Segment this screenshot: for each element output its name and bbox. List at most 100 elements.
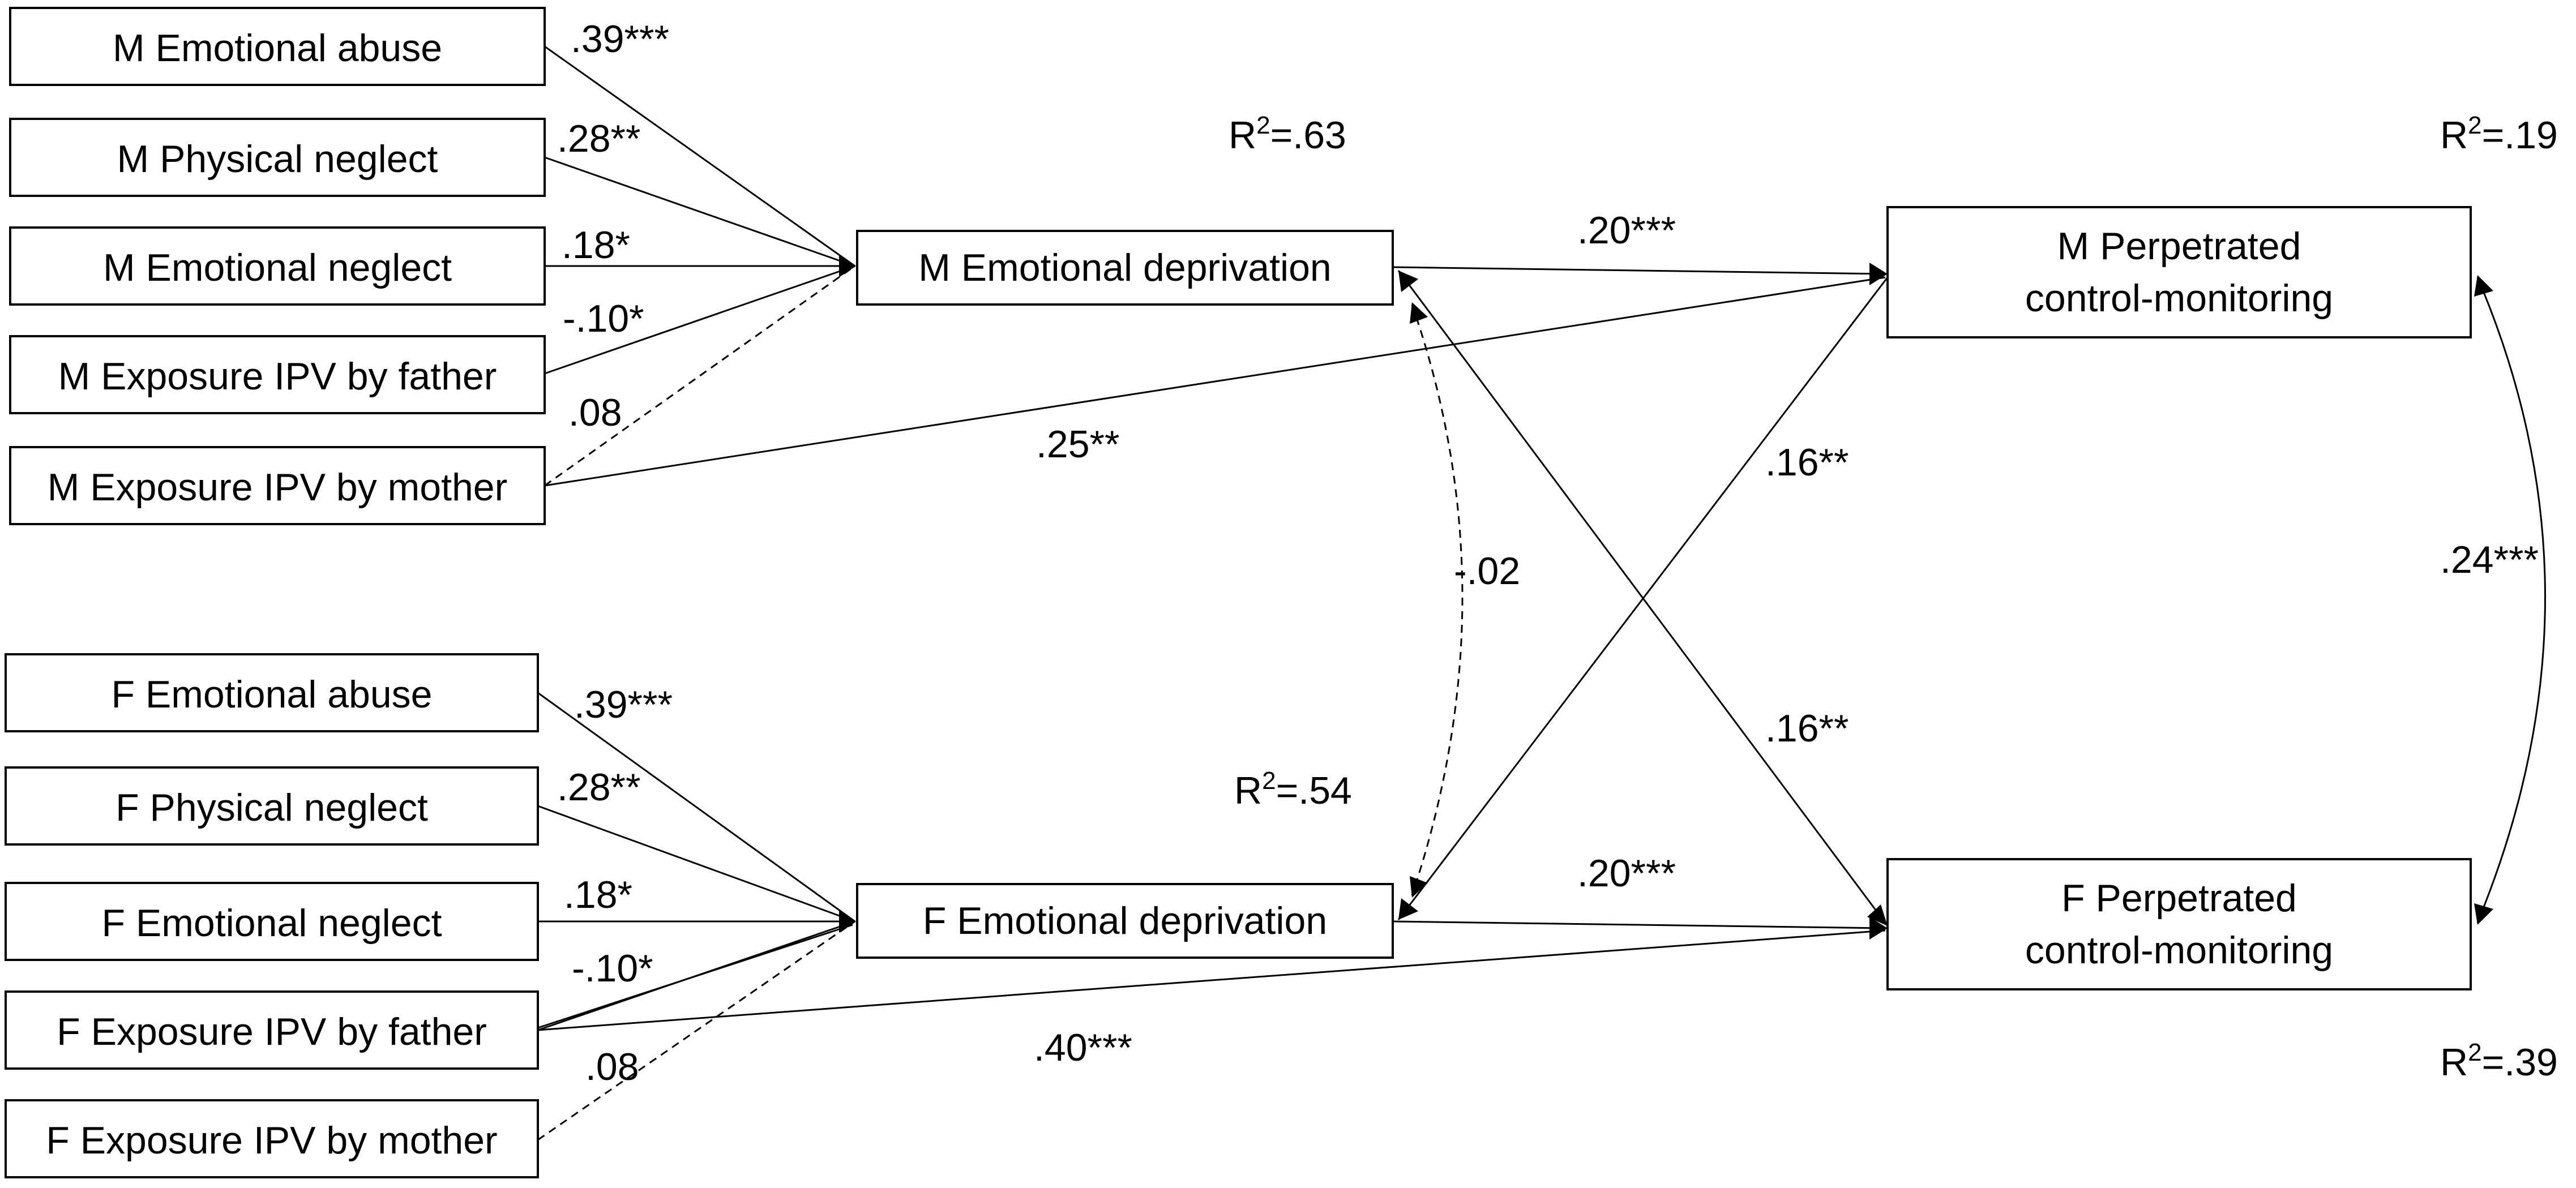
coef-f-emotional-abuse: .39*** — [574, 683, 673, 726]
coef-m-exposure-ipv-mother: .08 — [568, 391, 622, 434]
box-m-emotional-abuse — [9, 7, 546, 86]
coef-m-emotional-neglect: .18* — [562, 224, 630, 267]
label-m-exposure-ipv-father: M Exposure IPV by father — [58, 355, 497, 398]
coef-f-physical-neglect: .28** — [557, 766, 640, 809]
structural-coefs: .20*** .25** .16** .16** -.02 .24*** .20… — [1034, 209, 2539, 1069]
label-m-emotional-abuse: M Emotional abuse — [113, 27, 442, 70]
r2-m-deprivation: R2=.63 — [1229, 111, 1346, 157]
r2-f-outcome: R2=.39 — [2440, 1039, 2558, 1084]
covariance-paths — [1410, 275, 2546, 925]
box-f-exposure-ipv-mother — [5, 1099, 539, 1178]
r2-f-deprivation: R2=.54 — [1234, 767, 1352, 812]
r2-m-dep-prefix: R — [1229, 114, 1256, 157]
box-m-exposure-ipv-father — [9, 335, 546, 414]
path-f-dep-to-f-out — [1393, 920, 1886, 929]
label-m-exposure-ipv-mother: M Exposure IPV by mother — [48, 466, 508, 509]
arrowhead-cov-dep-top — [1410, 302, 1428, 324]
arrowhead-f-mediator — [839, 910, 856, 933]
covariance-deprivation — [1411, 304, 1464, 896]
male-predictor-paths — [544, 45, 856, 487]
label-f-emotional-deprivation: F Emotional deprivation — [923, 899, 1327, 942]
label-f-physical-neglect: F Physical neglect — [115, 786, 428, 829]
r2-f-dep-value: =.54 — [1276, 769, 1352, 812]
box-m-exposure-ipv-mother — [9, 446, 546, 525]
box-f-emotional-abuse — [5, 653, 539, 732]
label-f-emotional-abuse: F Emotional abuse — [112, 673, 433, 716]
box-f-physical-neglect — [5, 766, 539, 846]
r2-f-out-value: =.39 — [2482, 1041, 2558, 1084]
r2-f-dep-prefix: R — [1234, 769, 1262, 812]
label-m-emotional-neglect: M Emotional neglect — [103, 246, 452, 289]
label-f-outcome-line1: F Perpetrated — [2061, 877, 2297, 920]
label-f-outcome-line2: control-monitoring — [2025, 929, 2333, 972]
label-m-physical-neglect: M Physical neglect — [117, 138, 438, 181]
label-m-outcome-line2: control-monitoring — [2025, 277, 2333, 320]
arrowhead-cov-out-bottom — [2474, 903, 2493, 925]
mediator-outcome-paths — [537, 263, 1889, 1031]
male-predictor-boxes — [9, 7, 546, 525]
arrowhead-f-dep-cross — [1398, 898, 1418, 920]
coef-f-emotional-neglect: .18* — [564, 873, 632, 916]
path-m-dep-to-m-out — [1393, 266, 1886, 275]
female-predictor-labels: F Emotional abuse F Physical neglect F E… — [46, 673, 497, 1162]
path-f-exposure-ipv-mother — [537, 920, 855, 1141]
path-m-mother-to-m-out — [544, 276, 1886, 487]
r2-f-out-sup: 2 — [2468, 1039, 2481, 1066]
box-m-emotional-neglect — [9, 226, 546, 306]
r2-m-dep-value: =.63 — [1270, 114, 1346, 157]
path-f-physical-neglect — [537, 805, 855, 923]
r2-m-dep-sup: 2 — [1256, 111, 1270, 139]
r2-m-out-sup: 2 — [2468, 111, 2481, 139]
path-m-emotional-abuse — [544, 45, 855, 267]
r2-f-dep-sup: 2 — [1262, 767, 1276, 795]
box-m-physical-neglect — [9, 118, 546, 197]
arrowhead-m-mediator — [839, 255, 856, 277]
path-m-physical-neglect — [544, 156, 855, 267]
coef-m-exposure-ipv-father: -.10* — [563, 297, 644, 340]
coef-f-dep-to-f-out: .20*** — [1577, 852, 1676, 895]
coef-m-mother-to-m-out: .25** — [1036, 423, 1119, 466]
coef-m-emotional-abuse: .39*** — [571, 18, 669, 61]
path-f-father-to-f-out — [537, 929, 1886, 1031]
male-predictor-coefs: .39*** .28** .18* -.10* .08 — [557, 18, 669, 434]
arrowhead-f-out-1 — [1869, 917, 1888, 940]
path-m-exposure-ipv-mother — [544, 265, 855, 487]
arrowhead-cov-dep-bottom — [1410, 876, 1428, 898]
label-f-exposure-ipv-father: F Exposure IPV by father — [57, 1010, 487, 1053]
female-predictor-boxes — [5, 653, 539, 1178]
coef-deprivation-covariance: -.02 — [1454, 550, 1520, 593]
label-f-exposure-ipv-mother: F Exposure IPV by mother — [46, 1119, 497, 1162]
label-m-emotional-deprivation: M Emotional deprivation — [918, 246, 1331, 289]
box-m-perpetrated-control — [1886, 206, 2472, 338]
path-f-exposure-ipv-father-2 — [537, 924, 853, 1029]
box-m-emotional-deprivation — [856, 230, 1394, 306]
arrowhead-m-dep-cross — [1398, 271, 1418, 292]
female-predictor-paths — [537, 692, 856, 1141]
path-f-emotional-abuse — [537, 692, 855, 923]
label-m-outcome-line1: M Perpetrated — [2057, 225, 2301, 268]
box-f-perpetrated-control — [1886, 858, 2472, 990]
coef-m-physical-neglect: .28** — [557, 117, 640, 160]
arrowhead-f-out-cross — [1867, 904, 1888, 926]
coef-f-dep-to-m-out: .16** — [1765, 441, 1848, 484]
box-f-exposure-ipv-father — [5, 990, 539, 1070]
path-m-exposure-ipv-father — [544, 265, 855, 375]
coef-f-father-to-f-out: .40*** — [1034, 1026, 1132, 1069]
r2-f-out-prefix: R — [2440, 1041, 2468, 1084]
label-f-emotional-neglect: F Emotional neglect — [102, 902, 442, 945]
r2-m-outcome: R2=.19 — [2440, 111, 2558, 157]
r2-m-out-value: =.19 — [2482, 114, 2558, 157]
box-f-emotional-deprivation — [856, 883, 1394, 959]
covariance-outcomes — [2476, 277, 2546, 923]
r2-m-out-prefix: R — [2440, 114, 2468, 157]
coef-m-dep-to-m-out: .20*** — [1577, 209, 1676, 252]
coef-f-exposure-ipv-mother: .08 — [585, 1045, 639, 1088]
box-f-emotional-neglect — [5, 882, 539, 961]
coef-m-dep-to-f-out: .16** — [1765, 707, 1848, 750]
coef-outcome-covariance: .24*** — [2440, 538, 2539, 581]
arrowhead-cov-out-top — [2474, 275, 2493, 297]
coef-f-exposure-ipv-father: -.10* — [572, 947, 653, 990]
female-predictor-coefs: .39*** .28** .18* -.10* .08 — [557, 683, 673, 1088]
path-m-dep-to-f-out — [1397, 270, 1889, 927]
